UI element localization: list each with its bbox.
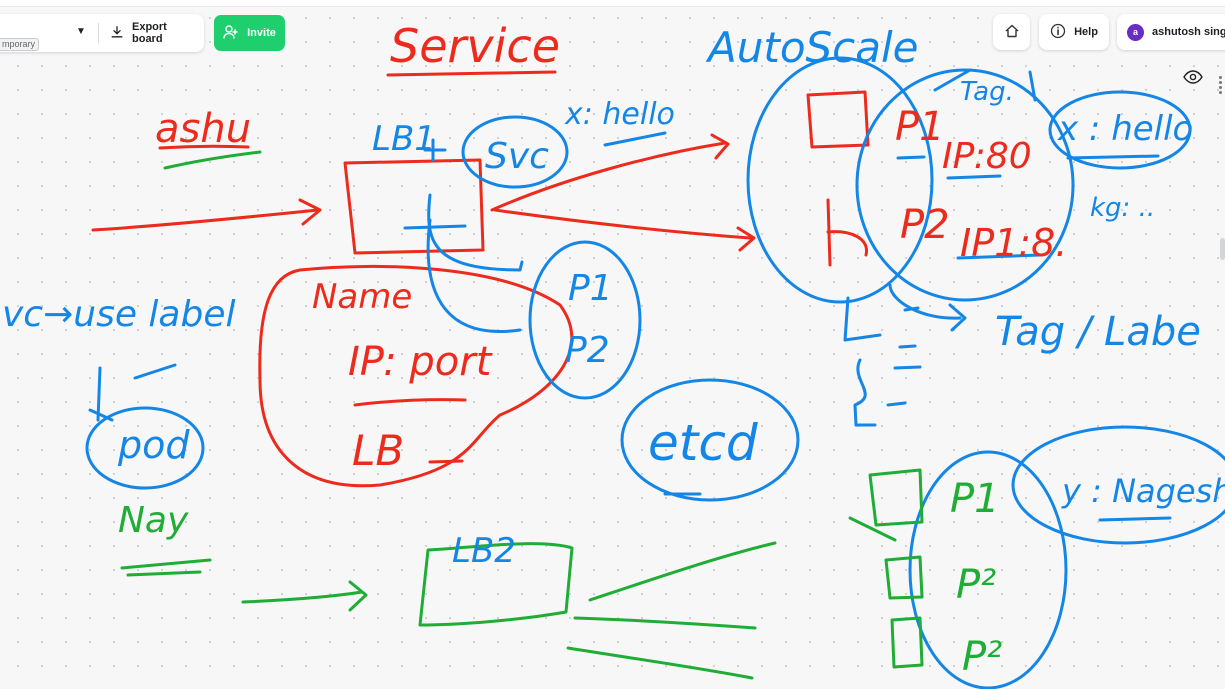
arrow-to-autoscale-bottom	[493, 208, 756, 252]
divider	[98, 23, 99, 43]
red-strokes	[91, 70, 870, 488]
lb1-tick	[423, 138, 447, 162]
y-nagesh-label: y : Nagesh	[1061, 472, 1225, 510]
green-strokes	[120, 150, 924, 680]
help-button[interactable]: Help	[1039, 14, 1109, 50]
pod-circle	[85, 406, 205, 490]
add-user-icon	[223, 24, 239, 43]
nagesh-underline	[1098, 516, 1172, 522]
invite-label: Invite	[247, 27, 276, 39]
lb1-crossbar	[403, 224, 467, 230]
lb1-to-p1p2	[427, 193, 524, 272]
arrow-to-lb2	[241, 580, 368, 612]
small-box-under	[843, 296, 882, 342]
svc-use-label-text: vc→use label	[2, 294, 236, 335]
ip1-80-label: IP1:8.	[960, 221, 1067, 265]
blue-strokes	[85, 56, 1225, 689]
lb2-box	[418, 542, 574, 627]
green-box-2	[884, 555, 924, 600]
avatar: a	[1127, 23, 1144, 41]
help-label: Help	[1074, 26, 1098, 38]
board-status-tag: mporary	[0, 38, 40, 51]
lb2-label: LB2	[452, 531, 516, 571]
export-board-button[interactable]: Export board	[106, 20, 204, 46]
svc-use-label-underline	[88, 363, 177, 422]
lb2-fan-bottom	[566, 646, 754, 680]
g-p1-label: P1	[950, 476, 1000, 522]
name-label: Name	[312, 277, 412, 317]
autoscale-label: AutoScale	[705, 23, 919, 72]
service-title: Service	[390, 19, 560, 73]
tag-label-text: Tag / Labe	[995, 309, 1201, 355]
as-p1-label: P1	[895, 104, 945, 150]
lb1-to-p2	[426, 218, 522, 333]
p2-label: P2	[565, 330, 610, 371]
ashu-label: ashu	[155, 106, 251, 152]
pod-label: pod	[117, 423, 190, 467]
tag-note-label: Tag.	[960, 77, 1014, 107]
svc-circle	[461, 115, 569, 189]
lb-label: LB	[352, 426, 404, 475]
service-underline	[386, 70, 557, 77]
green-box-1	[848, 468, 924, 542]
user-menu-button[interactable]: a ashutosh singh	[1117, 14, 1225, 50]
scrollbar-handle[interactable]	[1220, 238, 1225, 260]
autoscale-big-circle	[746, 56, 934, 304]
ip80-label: IP:80	[942, 136, 1032, 177]
x-hello-right: x : hello	[1057, 109, 1193, 149]
ashu-underline-red	[158, 144, 250, 150]
etcd-label: etcd	[648, 414, 758, 472]
lb2-fan-mid	[573, 616, 757, 630]
svc-label: Svc	[485, 136, 549, 177]
arrow-to-lb1	[91, 198, 322, 232]
eye-icon[interactable]	[1182, 66, 1204, 88]
home-button[interactable]	[993, 14, 1030, 50]
lb-underline	[428, 459, 464, 464]
sidebar-handle-icon[interactable]	[1219, 76, 1223, 96]
ip-underline	[353, 398, 467, 407]
home-icon	[1004, 23, 1020, 42]
name-ip-blob	[258, 264, 574, 488]
as-box-1	[806, 90, 870, 149]
ip-port-label: IP: port	[348, 339, 493, 385]
x-hello-underline	[1066, 154, 1160, 160]
x-hello-circle	[1048, 90, 1192, 170]
chevron-down-icon[interactable]: ▼	[76, 26, 86, 37]
p1-label: P1	[568, 268, 613, 309]
green-box-3	[890, 616, 924, 669]
small-stack	[853, 358, 877, 427]
g-p2-label: P²	[956, 562, 996, 608]
user-name: ashutosh singh	[1152, 26, 1225, 38]
autoscale-inner-circle	[855, 68, 1075, 302]
etcd-circle	[620, 378, 800, 502]
tag-note-arrow	[933, 68, 1037, 102]
p1p2-circle	[528, 240, 642, 400]
small-marks	[886, 306, 922, 407]
big-bottom-circle	[908, 450, 1068, 689]
arrow-to-autoscale-top	[490, 133, 730, 212]
nagesh-circle	[1011, 425, 1225, 545]
lb2-fan-top	[588, 541, 777, 602]
as-p2-label: P2	[900, 202, 950, 248]
nay-label: Nay	[118, 500, 189, 541]
info-icon	[1050, 23, 1066, 42]
hello-underline	[603, 131, 667, 147]
top-border	[0, 0, 1225, 7]
g-p3-label: P²	[962, 634, 1002, 680]
ashu-underline-green	[163, 150, 262, 170]
as-box-2	[826, 198, 868, 267]
ip-underlines	[896, 155, 1042, 260]
lb1-box	[343, 158, 485, 255]
download-icon	[110, 25, 124, 42]
invite-button[interactable]: Invite	[214, 15, 285, 51]
x-hello-top: x: hello	[564, 97, 675, 132]
export-board-label: Export board	[132, 21, 167, 45]
nay-underline	[120, 558, 212, 577]
board-menu: mporary ▼ Export board	[0, 14, 204, 52]
lb1-label: LB1	[372, 119, 436, 159]
kg-label: kg: ..	[1090, 193, 1155, 223]
